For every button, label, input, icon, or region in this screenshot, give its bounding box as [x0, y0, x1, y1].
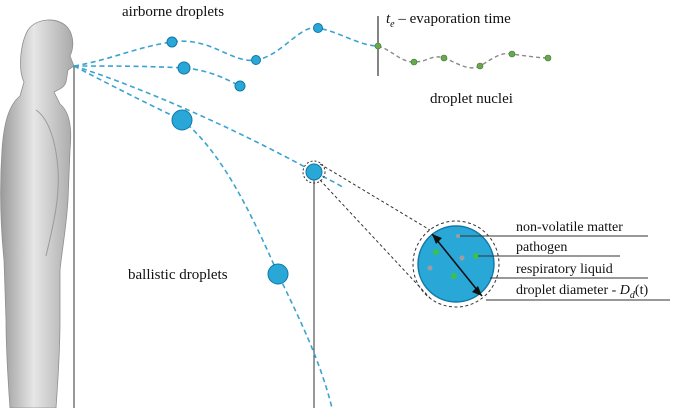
circle-droplet-icon	[177, 61, 191, 75]
airborne-trajectory-1	[73, 27, 379, 67]
non-volatile-matter-dot	[427, 265, 433, 271]
zoom-line-top	[319, 163, 431, 231]
evaporation-time-label: te – evaporation time	[386, 12, 511, 30]
airborne-trajectory-3	[73, 65, 345, 189]
droplet-diameter-label: droplet diameter - Dd(t)	[516, 284, 648, 301]
human-silhouette-icon	[0, 19, 75, 408]
nucleus-dot	[440, 54, 448, 62]
zoom-line-bottom	[319, 179, 431, 299]
non-volatile-matter-label: non-volatile matter	[516, 220, 623, 235]
evaporation-subscript: e	[390, 19, 395, 30]
circle-droplet-icon	[267, 263, 289, 285]
diameter-argument: (t)	[634, 283, 649, 298]
airborne-trajectory-2	[73, 65, 241, 87]
diameter-prefix: droplet diameter -	[516, 283, 620, 298]
nuclei-trajectory	[377, 45, 551, 69]
nucleus-dot	[476, 62, 484, 70]
zoom-source-ring	[302, 160, 326, 184]
circle-droplet-icon	[234, 80, 246, 92]
ballistic-trajectory	[73, 65, 333, 408]
pathogen-dot	[433, 249, 439, 255]
diameter-symbol: D	[619, 283, 630, 298]
ballistic-droplets-label: ballistic droplets	[128, 267, 228, 283]
droplet-nuclei-label: droplet nuclei	[430, 91, 513, 107]
evaporation-text: – evaporation time	[394, 11, 511, 27]
diameter-arrow	[431, 233, 483, 297]
non-volatile-matter-dot	[456, 234, 460, 238]
evaporation-symbol: t	[386, 11, 391, 27]
circle-droplet-icon	[313, 23, 323, 33]
respiratory-liquid-label: respiratory liquid	[516, 262, 613, 277]
non-volatile-matter-dot	[459, 255, 465, 261]
diameter-subscript: d	[629, 289, 635, 301]
airborne-droplets-label: airborne droplets	[122, 4, 225, 20]
nucleus-dot	[410, 58, 418, 66]
pathogen-dot	[451, 273, 457, 279]
circle-droplet-icon	[305, 163, 323, 181]
nucleus-dot	[508, 50, 516, 58]
pathogen-dot	[473, 253, 479, 259]
circle-droplet-icon	[171, 109, 193, 131]
enlarged-droplet	[412, 220, 500, 308]
circle-droplet-icon	[251, 55, 261, 65]
nucleus-dot	[374, 42, 382, 50]
circle-droplet-icon	[166, 36, 178, 48]
pathogen-label: pathogen	[516, 240, 568, 255]
nucleus-dot	[544, 54, 552, 62]
